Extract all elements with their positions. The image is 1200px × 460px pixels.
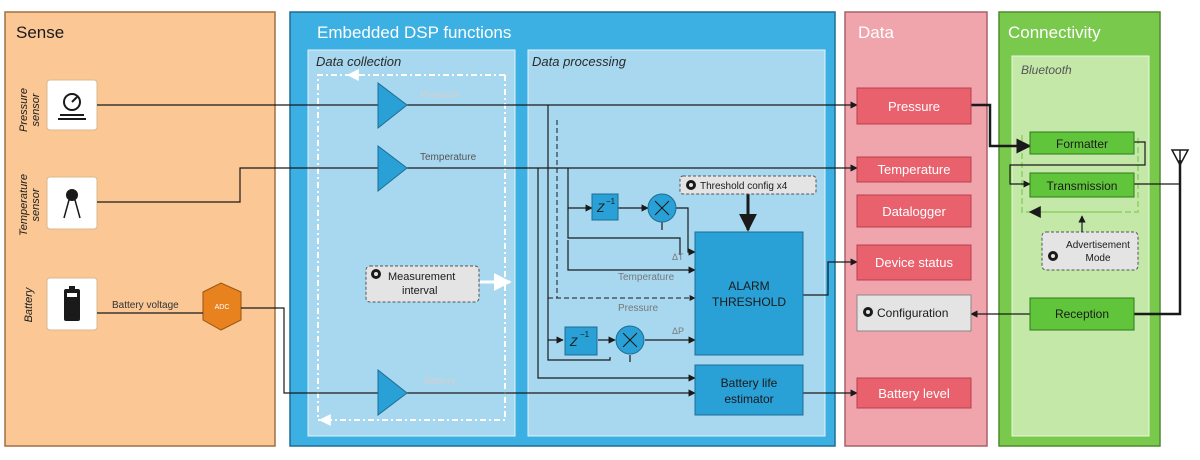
temperature-sensor: Temperature sensor [18,174,98,236]
temperature-sensor-label-2: sensor [30,187,42,221]
transmission-block: Transmission [1029,172,1135,198]
temperature-multiplier [647,193,677,223]
data-item-pressure: Pressure [856,87,972,125]
battery-signal-label: Battery [424,376,456,387]
data-panel: Data [844,11,988,447]
battery-voltage-label: Battery voltage [112,300,179,311]
data-item-battery-level: Battery level [856,377,972,409]
threshold-config-button[interactable]: Threshold config x4 [679,175,817,195]
wires [97,101,1182,397]
advertisement-mode-button[interactable]: Advertisement Mode [1041,231,1139,271]
advertisement-label-1: Advertisement [1066,240,1130,251]
sense-title: Sense [16,23,64,42]
alarm-threshold-block: ALARM THRESHOLD [694,231,804,356]
antenna-icon [1170,149,1190,184]
pressure-signal-label: Pressure [420,90,460,101]
temperature-sensor-label-1: Temperature [18,174,30,236]
temperature-signal-label: Temperature [420,152,477,163]
z-exp-label-2: −1 [580,330,590,339]
data-item-configuration[interactable]: Configuration [856,294,972,332]
connectivity-title: Connectivity [1008,23,1101,42]
z-label-2: Z [569,335,578,349]
pressure-sensor-label-2: sensor [30,92,42,126]
gear-icon [863,307,873,317]
battery-amplifier: Battery [377,368,456,417]
dsp-title: Embedded DSP functions [317,23,511,42]
alarm-label-1: ALARM [728,279,769,293]
adc-label: ADC [215,304,230,311]
z-exp-label: −1 [606,197,616,206]
battery-sensor: Battery [23,277,98,331]
data-item-device-status-label: Device status [875,255,954,270]
transmission-label: Transmission [1047,179,1118,193]
collection-loop [317,69,506,426]
formatter-label: Formatter [1056,137,1108,151]
data-item-battery-level-label: Battery level [878,386,950,401]
data-item-device-status: Device status [856,244,972,281]
z-label: Z [596,201,605,215]
gear-icon [686,180,696,190]
measurement-interval-label-1: Measurement [388,271,455,283]
z-delay-pressure: Z −1 [564,326,598,356]
adc-block: ADC [202,282,242,331]
data-item-pressure-label: Pressure [888,99,940,114]
pressure-sensor-label-1: Pressure [18,88,30,132]
thermistor-icon [63,189,81,219]
battery-life-label-1: Battery life [721,376,778,390]
gear-icon [371,269,381,279]
data-collection-panel: Data collection [307,49,516,437]
data-item-datalogger: Datalogger [856,194,972,228]
data-collection-title: Data collection [316,54,401,69]
delta-p-label: ΔP [672,326,684,336]
pressure-multiplier [615,325,645,355]
pressure-sensor: Pressure sensor [18,79,98,132]
measurement-interval-label-2: interval [402,285,437,297]
data-item-configuration-label: Configuration [877,306,948,320]
bluetooth-title: Bluetooth [1021,63,1072,77]
gauge-icon [58,93,86,120]
battery-life-estimator-block: Battery life estimator [694,364,804,416]
data-item-datalogger-label: Datalogger [882,204,946,219]
advertisement-label-2: Mode [1085,253,1110,264]
gear-icon [1048,251,1058,261]
reception-block: Reception [1029,297,1135,331]
delta-t-label: ΔT [672,252,684,262]
data-item-temperature: Temperature [856,156,972,183]
battery-life-label-2: estimator [724,392,773,406]
formatter-block: Formatter [1029,131,1135,155]
pressure-processing-label: Pressure [618,303,658,314]
temperature-amplifier: Temperature [377,144,477,193]
data-title: Data [858,23,894,42]
battery-icon [64,286,80,321]
sense-panel: Sense [4,11,276,447]
z-delay-temperature: Z −1 [591,193,619,221]
alarm-label-2: THRESHOLD [712,295,786,309]
battery-sensor-label: Battery [23,286,35,322]
data-item-temperature-label: Temperature [878,162,951,177]
threshold-config-label: Threshold config x4 [700,181,788,192]
measurement-interval-button[interactable]: Measurement interval [365,265,480,303]
data-processing-title: Data processing [532,54,627,69]
pressure-amplifier: Pressure [377,81,460,130]
reception-label: Reception [1055,307,1109,321]
temperature-processing-label: Temperature [618,272,675,283]
